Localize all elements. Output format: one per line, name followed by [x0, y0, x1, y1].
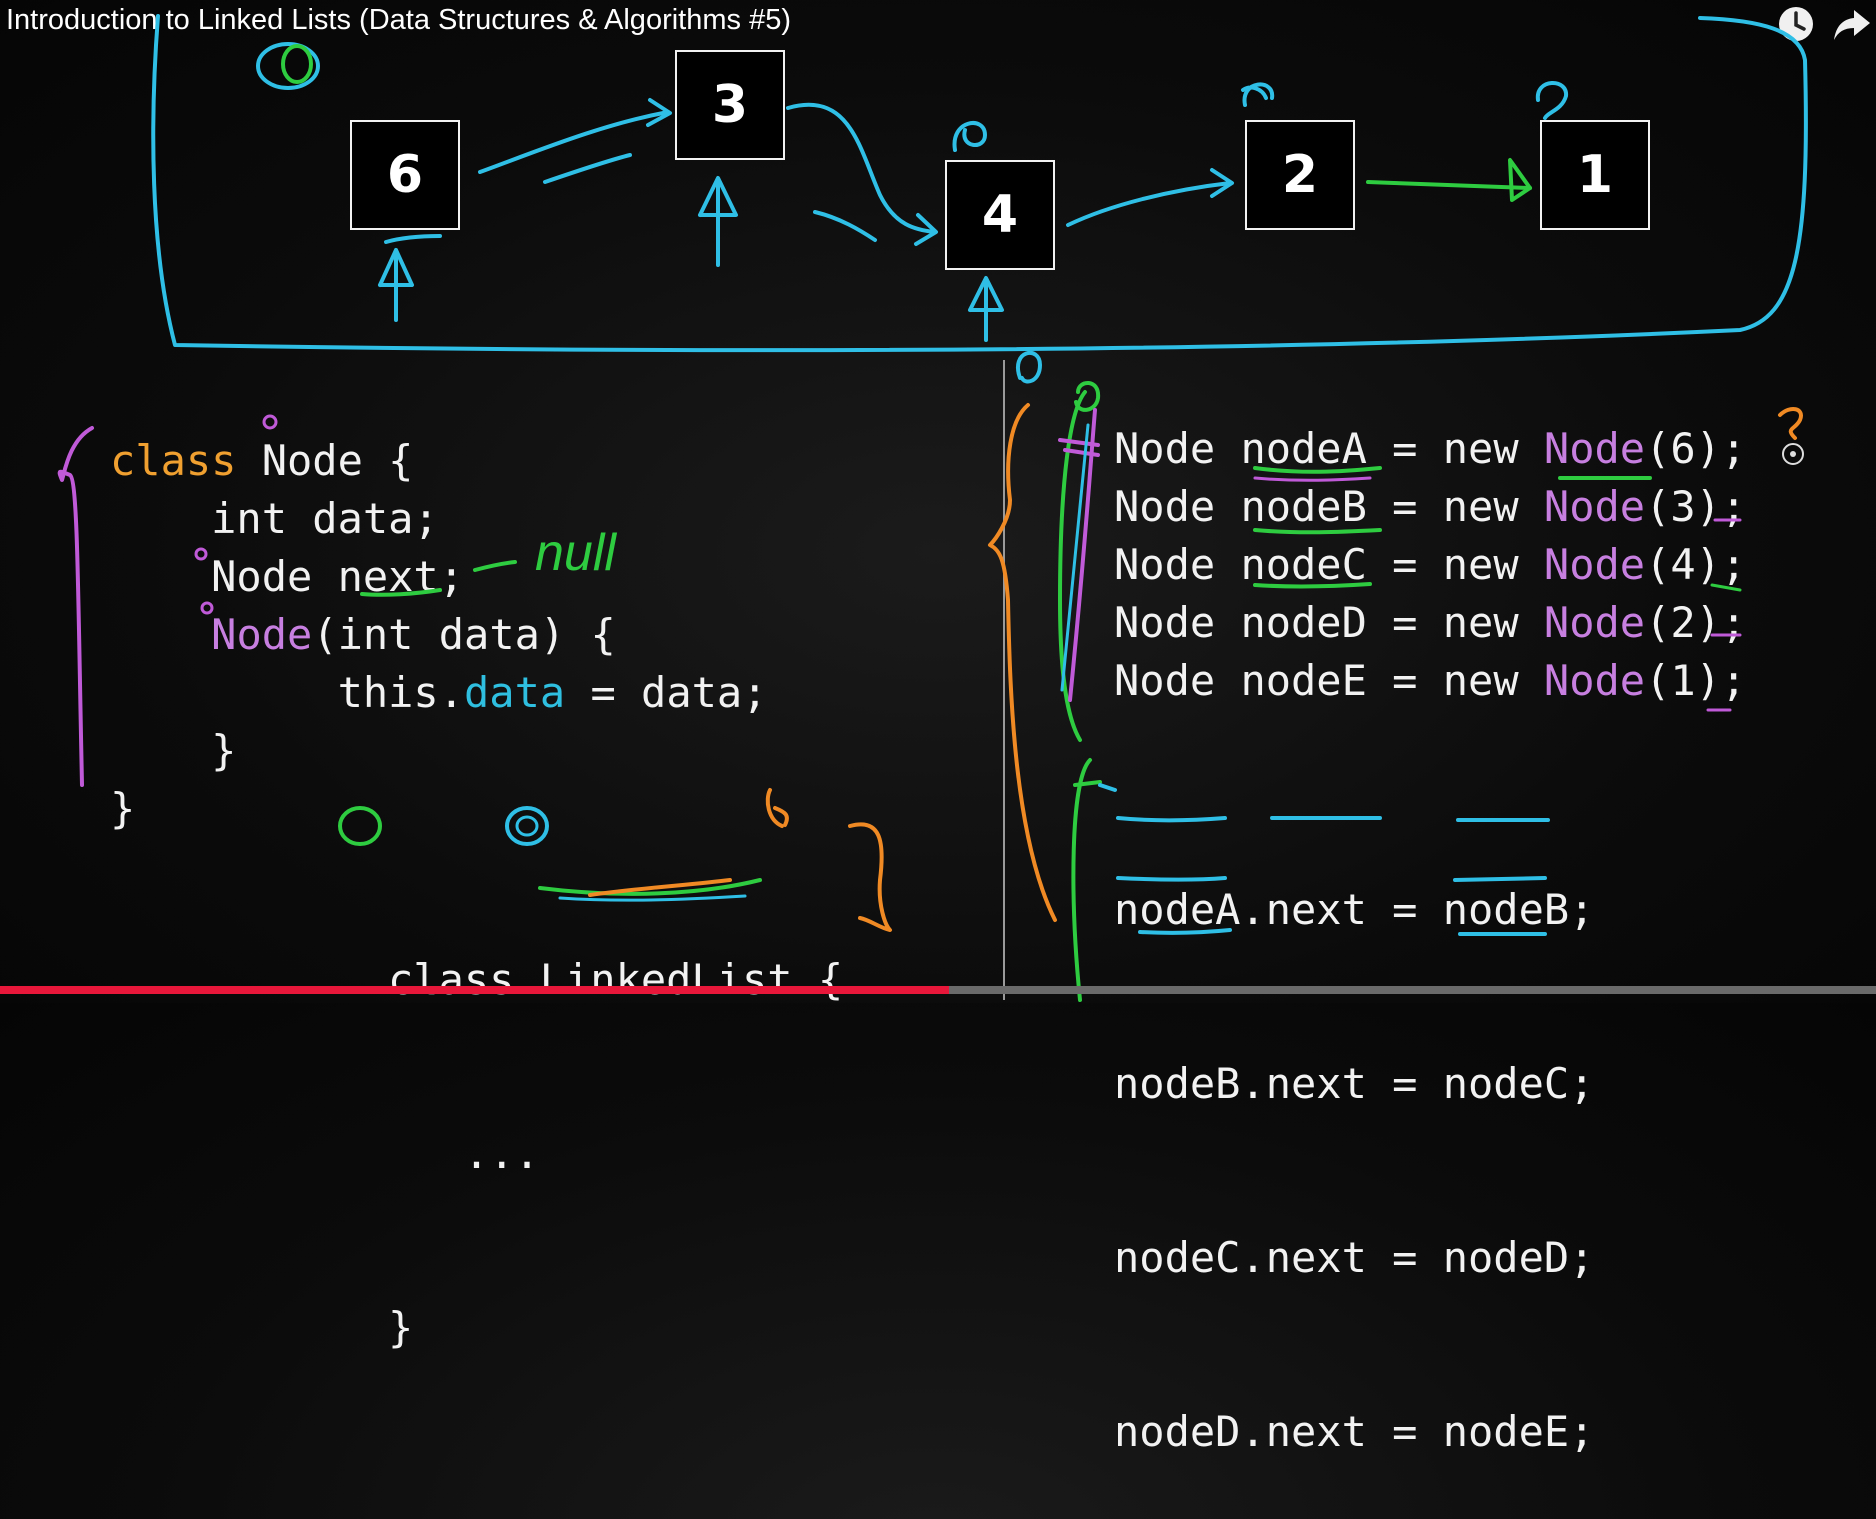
code-token: data [464, 668, 566, 717]
code-token: new [1442, 424, 1519, 473]
list-node: 4 [945, 160, 1055, 270]
code-line: this.data = data; [110, 664, 768, 722]
code-token: Node [1543, 540, 1646, 589]
code-token [110, 610, 211, 659]
list-node: 6 [350, 120, 460, 230]
code-token: Node [1114, 656, 1216, 705]
code-token: Node [1114, 540, 1216, 589]
code-line: nodeA.next = nodeB; [1114, 885, 1595, 934]
code-line: nodeD.next = nodeE; [1114, 1407, 1595, 1456]
code-token: Node [1114, 598, 1216, 647]
code-token: Node [1543, 656, 1646, 705]
code-token: = data; [565, 668, 768, 717]
code-token: new [1442, 656, 1519, 705]
code-token: new [1442, 482, 1519, 531]
code-token: this. [110, 668, 465, 717]
list-node: 1 [1540, 120, 1650, 230]
code-token: int data; [110, 494, 439, 543]
code-line: Node nodeC = new Node(4); [1114, 540, 1747, 589]
panel-divider [1003, 360, 1005, 1000]
code-token: 4 [1670, 540, 1696, 589]
video-progress-played [0, 986, 950, 994]
code-token: nodeA [1240, 424, 1367, 473]
code-token: Node [1543, 598, 1646, 647]
code-token: Node [1114, 424, 1216, 473]
linkedlist-class-code: class LinkedList { ... } [388, 835, 843, 1415]
code-token: 1 [1670, 656, 1696, 705]
code-line: } [388, 1303, 414, 1352]
code-token: Node { [261, 436, 414, 485]
code-token: nodeD [1240, 598, 1367, 647]
code-line: Node nodeE = new Node(1); [1114, 656, 1747, 705]
code-line: Node nodeB = new Node(3); [1114, 482, 1747, 531]
code-token: class [110, 436, 262, 485]
video-progress-bar[interactable] [0, 986, 1876, 994]
code-token: nodeB [1240, 482, 1367, 531]
node-links-code: nodeA.next = nodeB; nodeB.next = nodeC; … [1114, 765, 1594, 1519]
node-declarations-code: Node nodeA = new Node(6); Node nodeB = ne… [1114, 420, 1746, 710]
code-line: ... [388, 1129, 540, 1178]
code-token: } [110, 784, 136, 833]
code-token: (int data) { [312, 610, 616, 659]
code-line: nodeB.next = nodeC; [1114, 1059, 1595, 1108]
code-token: } [110, 726, 237, 775]
code-token: new [1442, 598, 1519, 647]
node-class-code: class Node { int data; Node next; Node(i… [110, 432, 767, 838]
code-token: 6 [1670, 424, 1696, 473]
code-token: new [1442, 540, 1519, 589]
list-node: 2 [1245, 120, 1355, 230]
code-token: Node [211, 610, 313, 659]
code-line: Node(int data) { [110, 606, 767, 664]
clock-icon[interactable] [1776, 4, 1816, 44]
video-title: Introduction to Linked Lists (Data Struc… [6, 4, 791, 36]
code-token: 2 [1670, 598, 1696, 647]
code-token: Node [1114, 482, 1216, 531]
code-line: Node nodeA = new Node(6); [1114, 424, 1747, 473]
code-token: Node [1543, 482, 1646, 531]
list-node: 3 [675, 50, 785, 160]
code-token: nodeC [1240, 540, 1367, 589]
code-token: 3 [1670, 482, 1696, 531]
code-token: Node next; [110, 552, 465, 601]
code-line: Node nodeD = new Node(2); [1114, 598, 1747, 647]
code-line: Node next; [110, 548, 767, 606]
code-line: } [110, 722, 767, 780]
code-token: nodeE [1240, 656, 1367, 705]
code-line: int data; [110, 490, 767, 548]
code-line: } [110, 780, 767, 838]
share-arrow-icon[interactable] [1832, 4, 1872, 44]
code-token: Node [1543, 424, 1646, 473]
code-line: class Node { [110, 432, 767, 490]
code-line: class LinkedList { [388, 955, 844, 1004]
code-line: nodeC.next = nodeD; [1114, 1233, 1595, 1282]
